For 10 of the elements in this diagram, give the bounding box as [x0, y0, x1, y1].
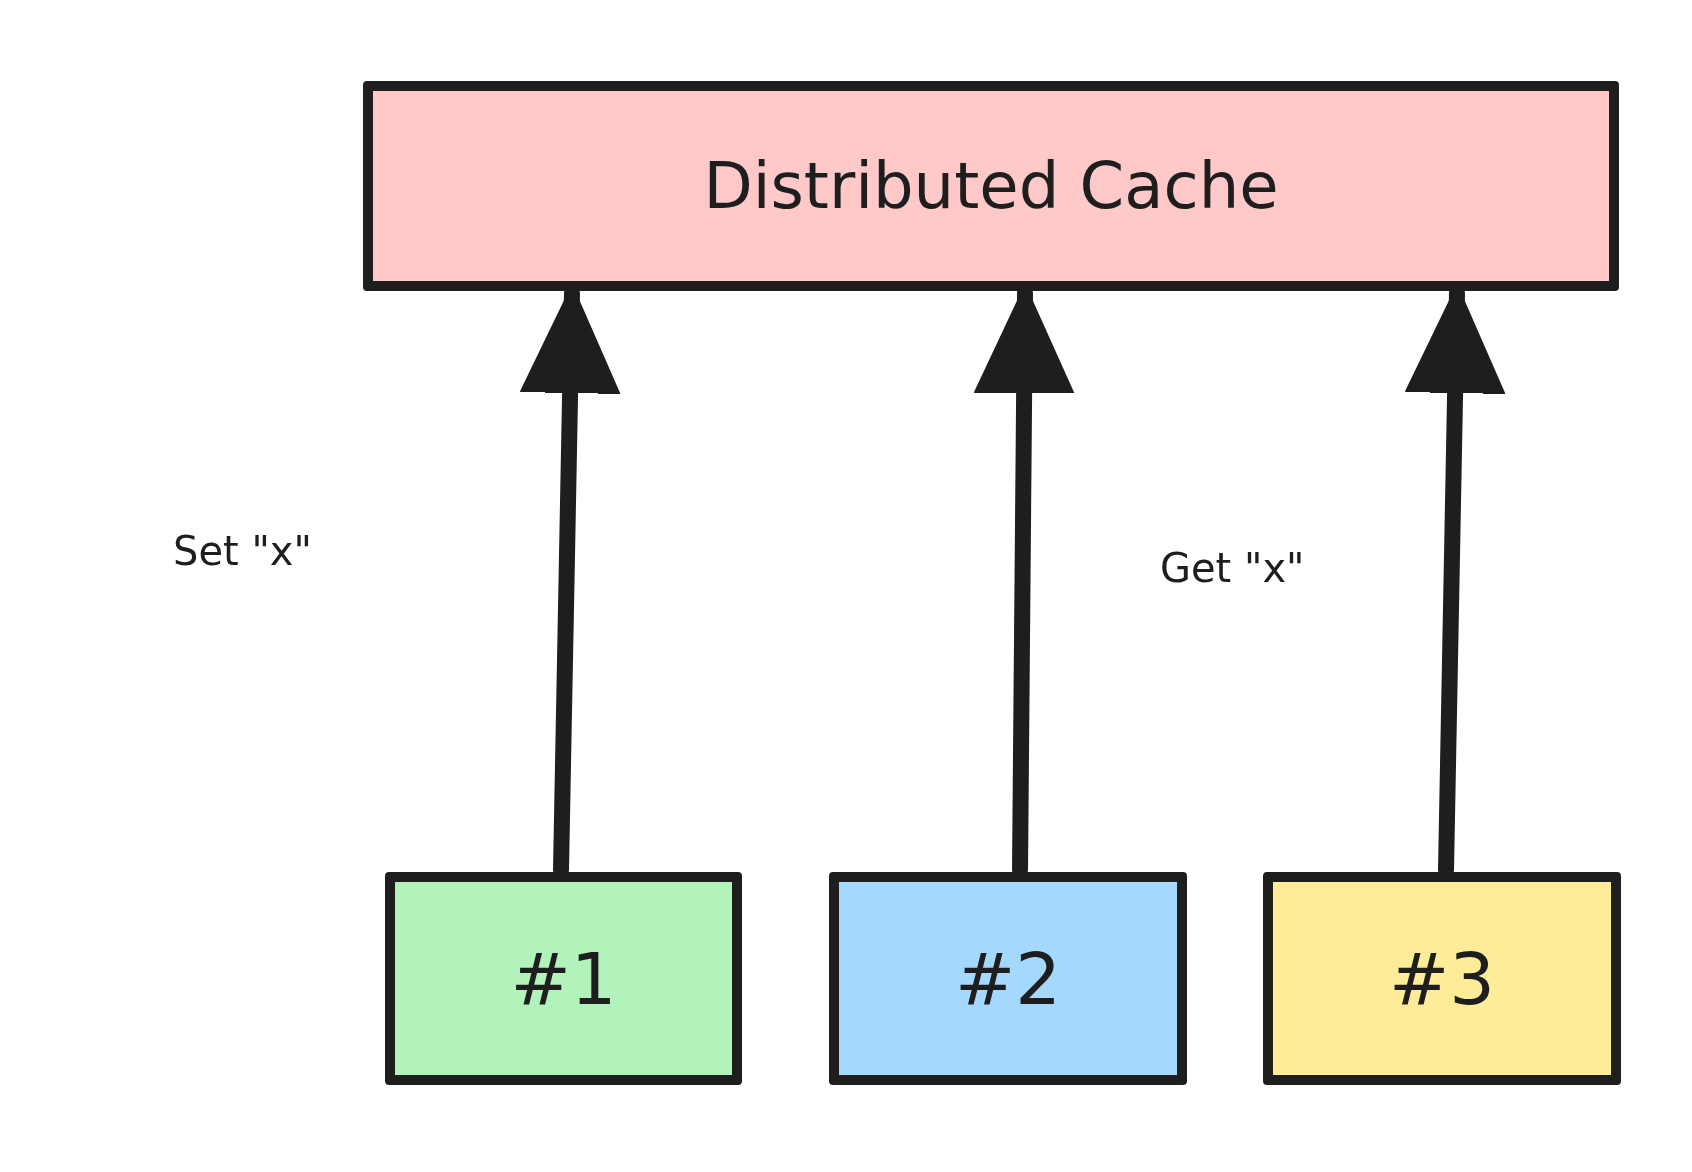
annotation-text: Set "x"	[173, 528, 312, 574]
server-box	[829, 872, 1187, 1085]
cache-box	[363, 81, 1619, 291]
node-label: Distributed Cache	[703, 149, 1279, 223]
node-label: #1	[510, 936, 617, 1021]
annotation-text: Get "x"	[1160, 545, 1305, 591]
node-label: #2	[954, 936, 1062, 1021]
server-box	[385, 872, 742, 1085]
node-label: #3	[1388, 936, 1496, 1021]
server-box	[1263, 872, 1621, 1085]
